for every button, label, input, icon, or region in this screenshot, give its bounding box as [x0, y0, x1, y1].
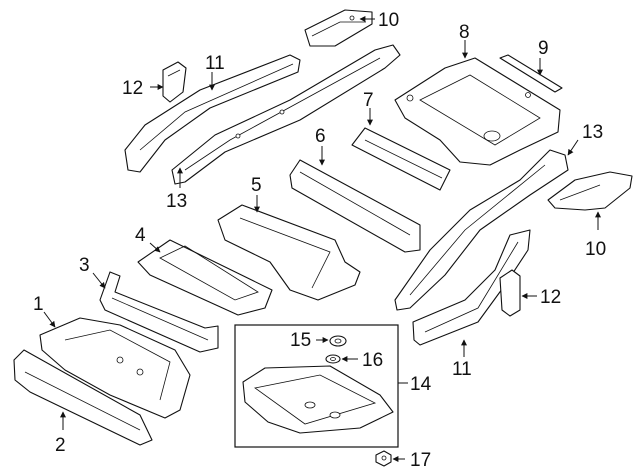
callout-12-upper: 12: [122, 78, 143, 99]
part-3-crossmember: [99, 271, 219, 353]
part-10-bracket-right: [547, 171, 633, 211]
callout-13-lower-left: 13: [166, 191, 187, 212]
callout-1: 1: [33, 294, 44, 315]
callout-14: 14: [410, 374, 432, 395]
callout-13-right: 13: [582, 122, 603, 143]
callout-10-top: 10: [378, 10, 399, 31]
part-1-front-floor-pan: [39, 317, 191, 419]
part-11-rail-lower: [412, 229, 531, 346]
callout-4: 4: [135, 225, 146, 246]
part-6-crossmember: [289, 159, 421, 253]
part-8-rear-floor-pan: [394, 57, 561, 166]
callout-9: 9: [538, 38, 549, 59]
callout-17: 17: [410, 450, 431, 471]
part-11-rail-upper: [124, 54, 301, 173]
part-13-rail-upper: [171, 44, 401, 185]
callout-6: 6: [315, 126, 326, 147]
part-2-front-rail: [13, 349, 153, 446]
part-14-group-box: [234, 324, 399, 448]
part-15-clip: [329, 335, 347, 347]
part-7-crossmember: [351, 127, 451, 191]
callout-11-upper: 11: [205, 53, 225, 74]
callout-10-right: 10: [585, 239, 606, 260]
callout-8: 8: [459, 22, 470, 43]
callout-15: 15: [290, 330, 311, 351]
part-5-floor-section: [217, 204, 361, 301]
callout-7: 7: [363, 90, 374, 111]
callout-2: 2: [55, 435, 66, 456]
callout-5: 5: [251, 175, 262, 196]
part-16-washer: [325, 354, 341, 364]
callout-16: 16: [362, 350, 383, 371]
part-12-bracket-upper: [162, 61, 187, 103]
part-14-underbody-shield: [242, 365, 394, 434]
part-13-rail-right: [394, 149, 569, 311]
leader-lines: [43, 16, 601, 462]
part-12-bracket-lower: [499, 269, 521, 317]
callout-11-lower: 11: [452, 359, 472, 380]
part-10-bracket-top: [304, 9, 373, 47]
part-9-bar: [499, 54, 563, 93]
part-4-floor-panel: [137, 239, 273, 316]
callout-labels: 10 8 9 7 6 5 4 3 1 2 12 11 13 13 10 12 1…: [33, 10, 606, 471]
callout-12-lower: 12: [540, 287, 561, 308]
part-17-nut: [375, 450, 392, 467]
callout-3: 3: [79, 255, 90, 276]
